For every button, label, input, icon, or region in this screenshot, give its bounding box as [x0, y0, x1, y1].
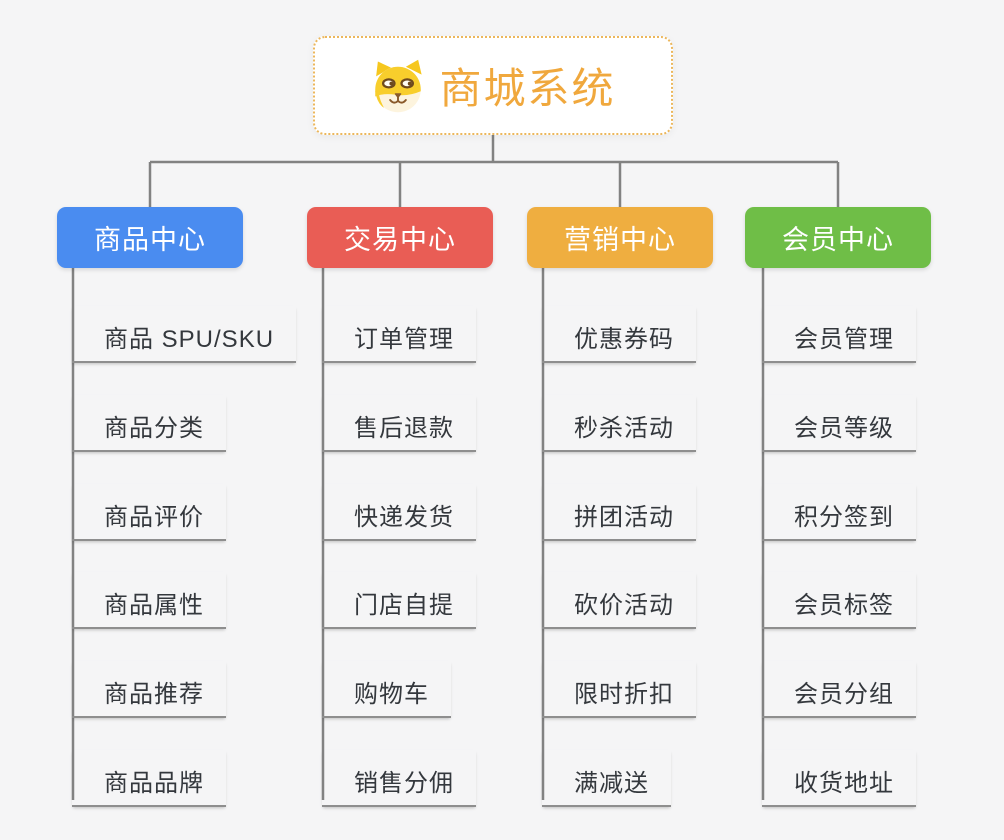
child-node-label: 商品 SPU/SKU [104, 326, 275, 353]
child-node-label: 砍价活动 [574, 592, 674, 619]
branch-node-2[interactable]: 交易中心 [307, 207, 493, 268]
child-node[interactable]: 商品推荐 [72, 661, 226, 718]
child-node[interactable]: 积分签到 [762, 484, 916, 541]
child-node[interactable]: 会员管理 [762, 306, 916, 363]
child-node-label: 会员分组 [794, 681, 894, 708]
child-node[interactable]: 收货地址 [762, 750, 916, 807]
branch-label: 商品中心 [94, 225, 206, 255]
child-node[interactable]: 销售分佣 [322, 750, 476, 807]
child-node-label: 商品属性 [104, 592, 204, 619]
child-node-label: 会员等级 [794, 415, 894, 442]
child-node-label: 快递发货 [354, 504, 454, 531]
child-node[interactable]: 商品分类 [72, 395, 226, 452]
child-node-label: 商品评价 [104, 504, 204, 531]
child-node-label: 优惠券码 [574, 326, 674, 353]
branch-node-1[interactable]: 商品中心 [57, 207, 243, 268]
branch-label: 交易中心 [344, 225, 456, 255]
branch-node-3[interactable]: 营销中心 [527, 207, 713, 268]
child-node-label: 售后退款 [354, 415, 454, 442]
child-node-label: 拼团活动 [574, 504, 674, 531]
child-node-label: 秒杀活动 [574, 415, 674, 442]
child-node[interactable]: 门店自提 [322, 572, 476, 629]
root-title: 商城系统 [439, 65, 616, 112]
child-node-label: 商品品牌 [104, 770, 204, 797]
child-node-label: 限时折扣 [574, 681, 674, 708]
child-node-label: 会员标签 [794, 592, 894, 619]
child-node-label: 商品分类 [104, 415, 204, 442]
child-node[interactable]: 会员标签 [762, 572, 916, 629]
child-node-label: 购物车 [354, 681, 429, 708]
child-node-label: 会员管理 [794, 326, 894, 353]
child-node[interactable]: 商品品牌 [72, 750, 226, 807]
child-node-label: 满减送 [574, 770, 649, 797]
child-node[interactable]: 订单管理 [322, 306, 476, 363]
child-node[interactable]: 会员分组 [762, 661, 916, 718]
child-node[interactable]: 秒杀活动 [542, 395, 696, 452]
child-node[interactable]: 砍价活动 [542, 572, 696, 629]
child-node[interactable]: 商品 SPU/SKU [72, 306, 297, 363]
child-node[interactable]: 购物车 [322, 661, 451, 718]
child-node[interactable]: 商品属性 [72, 572, 226, 629]
child-node[interactable]: 商品评价 [72, 484, 226, 541]
child-node-label: 商品推荐 [104, 681, 204, 708]
child-node[interactable]: 售后退款 [322, 395, 476, 452]
root-node[interactable]: 商城系统 [313, 36, 673, 135]
child-node-label: 销售分佣 [354, 770, 454, 797]
child-node-label: 收货地址 [794, 770, 894, 797]
branch-label: 会员中心 [782, 225, 894, 255]
child-node-label: 门店自提 [354, 592, 454, 619]
shiba-dog-icon [375, 59, 423, 112]
child-node[interactable]: 快递发货 [322, 484, 476, 541]
branch-node-4[interactable]: 会员中心 [745, 207, 931, 268]
child-node-label: 积分签到 [794, 504, 894, 531]
child-node[interactable]: 会员等级 [762, 395, 916, 452]
child-node[interactable]: 优惠券码 [542, 306, 696, 363]
child-node[interactable]: 满减送 [542, 750, 671, 807]
child-node[interactable]: 限时折扣 [542, 661, 696, 718]
child-node-label: 订单管理 [354, 326, 454, 353]
branch-label: 营销中心 [564, 225, 676, 255]
child-node[interactable]: 拼团活动 [542, 484, 696, 541]
